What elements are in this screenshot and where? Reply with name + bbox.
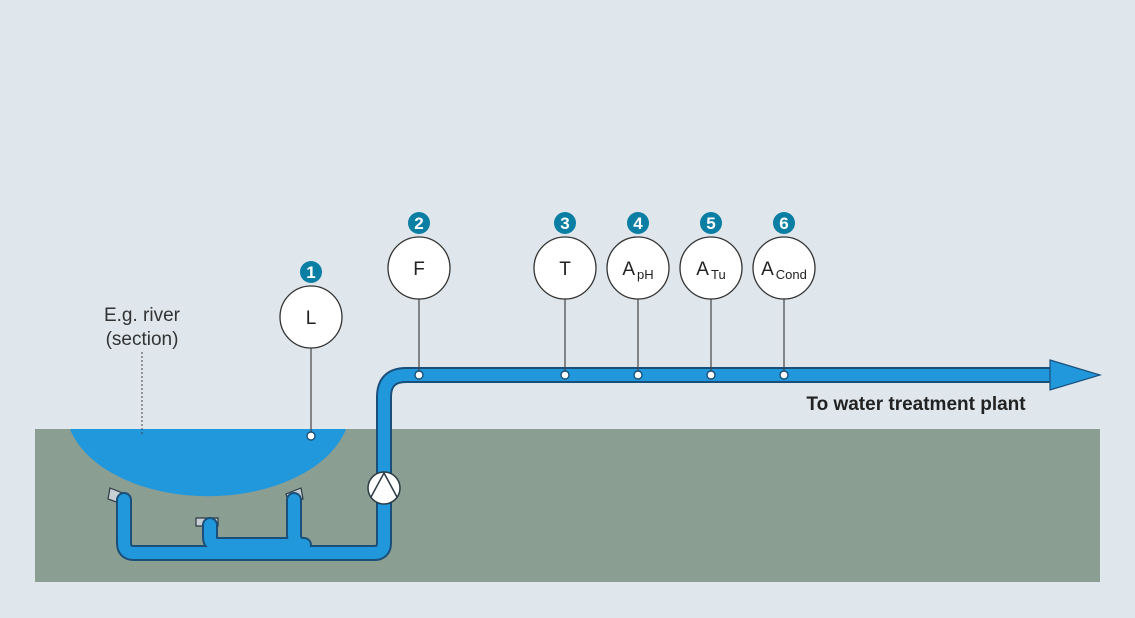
instrument-circle [679, 236, 743, 300]
instrument-symbol: T [559, 259, 571, 280]
badge-number: 4 [633, 214, 643, 233]
instrument-2: F2 [387, 212, 451, 380]
instrument-3: T3 [533, 212, 597, 380]
tap-point [706, 370, 716, 380]
destination-label: To water treatment plant [806, 394, 1026, 415]
instrument-circle [752, 236, 816, 300]
pump-icon [367, 471, 401, 505]
instrument-circle [533, 236, 597, 300]
instrument-circle [387, 236, 451, 300]
river-basin [70, 429, 346, 497]
number-badge [554, 212, 576, 234]
instrument-symbol: L [306, 308, 317, 329]
number-badge [700, 212, 722, 234]
instrument-circle [606, 236, 670, 300]
number-badge [627, 212, 649, 234]
badge-number: 6 [779, 214, 788, 233]
badge-number: 1 [306, 263, 315, 282]
arrow-right-icon [1049, 359, 1103, 391]
badge-number: 3 [560, 214, 569, 233]
badge-number: 2 [414, 214, 423, 233]
river-label-line2: (section) [106, 329, 179, 350]
river-label-line1: E.g. river [104, 305, 181, 326]
tap-point [306, 431, 316, 441]
number-badge [300, 261, 322, 283]
tap-point [560, 370, 570, 380]
instrument-circle [279, 285, 343, 349]
tap-point [414, 370, 424, 380]
pipe-network [116, 367, 1060, 561]
instrument-1: L1 [279, 261, 343, 441]
number-badge [773, 212, 795, 234]
instrument-symbol: F [413, 259, 425, 280]
tap-point [633, 370, 643, 380]
number-badge [408, 212, 430, 234]
badge-number: 5 [706, 214, 715, 233]
tap-point [779, 370, 789, 380]
